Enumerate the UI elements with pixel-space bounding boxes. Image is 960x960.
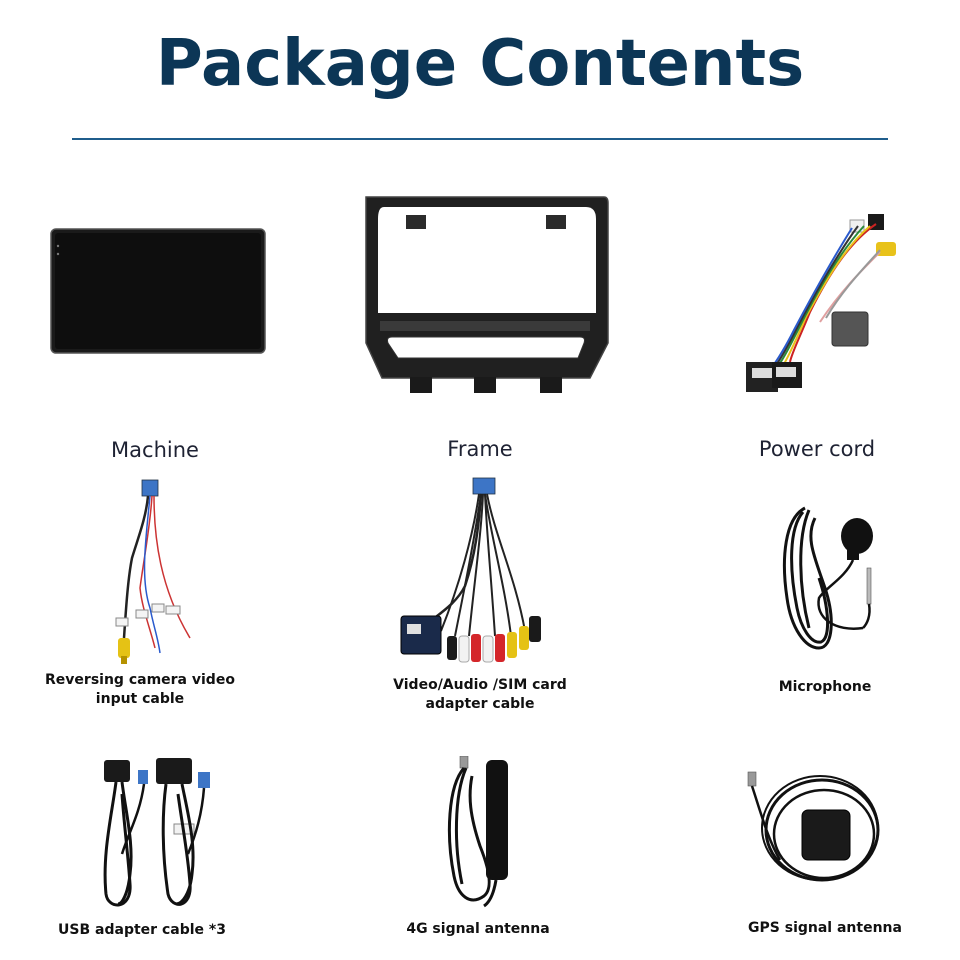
gps-antenna-icon [744,770,880,900]
item-label-camera-cable: Reversing camera video input cable [40,671,240,709]
item-label-av-line1: Video/Audio /SIM card [393,677,567,693]
screen-icon [50,228,266,354]
item-label-usb-cable: USB adapter cable *3 [58,922,226,938]
item-label-camera-line1: Reversing camera video [45,672,235,688]
item-label-power-cord: Power cord [758,437,876,461]
antenna-4g-icon [440,756,520,914]
item-label-gps-antenna: GPS signal antenna [748,920,902,936]
page-title: Package Contents [155,27,805,101]
item-label-4g-antenna: 4G signal antenna [406,921,550,937]
item-label-machine: Machine [111,438,199,462]
camera-cable-icon [100,478,200,668]
item-label-av-line2: adapter cable [425,696,535,712]
microphone-icon [775,498,885,663]
item-label-av-cable: Video/Audio /SIM card adapter cable [380,676,580,714]
item-label-camera-line2: input cable [95,691,185,707]
title-divider [72,138,888,140]
item-label-frame: Frame [447,437,513,461]
item-label-microphone: Microphone [778,679,872,695]
av-cable-icon [395,476,560,666]
frame-icon [358,193,612,403]
power-harness-icon [740,212,900,408]
usb-cable-icon [92,754,217,914]
